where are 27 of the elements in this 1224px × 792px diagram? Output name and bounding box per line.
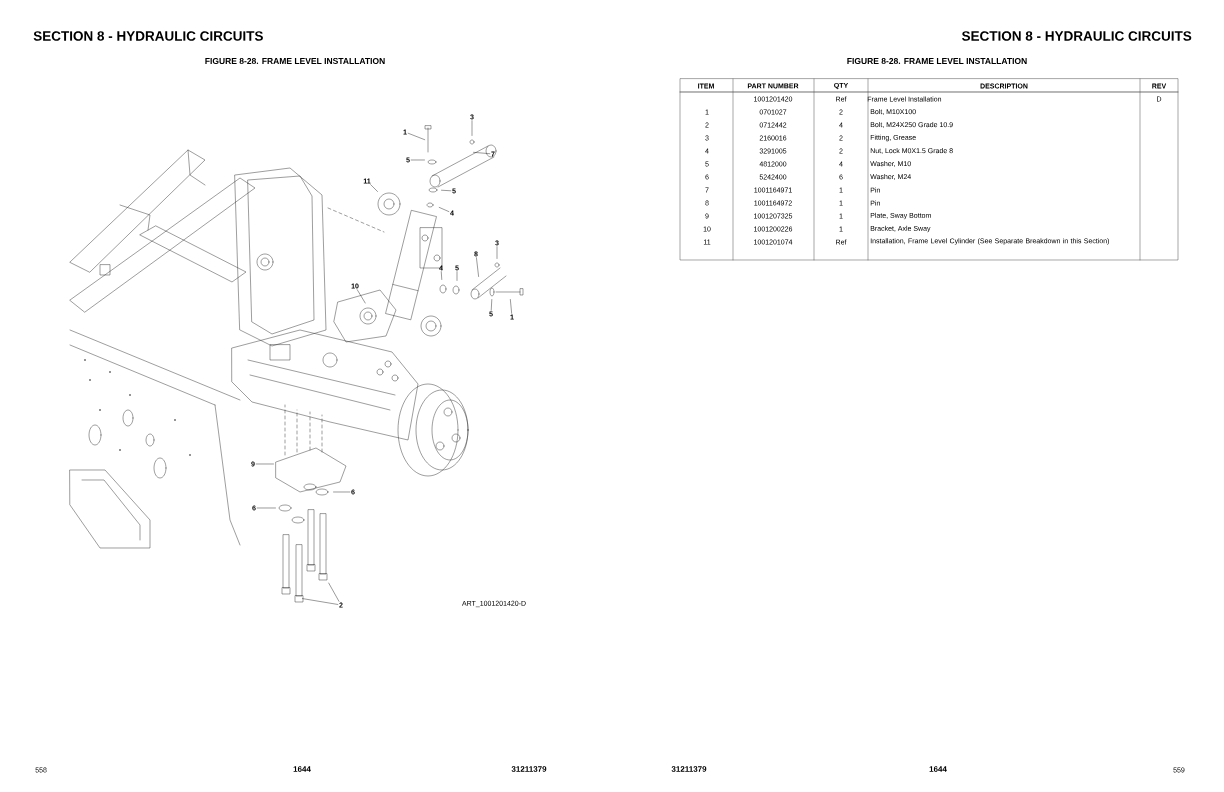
leader-line	[410, 159, 425, 161]
section-heading: SECTION 8 - HYDRAULIC CIRCUITS	[961, 31, 1192, 41]
leader-line	[407, 133, 425, 140]
footer-text: 31211379	[511, 766, 547, 772]
figure-title: FIGURE 8-28. FRAME LEVEL INSTALLATION	[847, 58, 1027, 64]
leader-line	[255, 463, 274, 465]
leader-line	[473, 152, 491, 154]
footer-text: 1644	[929, 766, 947, 772]
leader-line	[370, 184, 378, 192]
leader-line	[302, 598, 339, 605]
leader-line	[510, 299, 512, 314]
footer-text: 1644	[293, 766, 311, 772]
footer-text: 31211379	[671, 766, 707, 772]
leader-line	[491, 299, 492, 311]
leader-line	[456, 271, 458, 281]
leader-line	[476, 257, 479, 277]
leader-line	[333, 491, 351, 493]
leader-line	[357, 289, 366, 304]
leader-line	[328, 582, 340, 602]
figure-title: FIGURE 8-28. FRAME LEVEL INSTALLATION	[205, 58, 385, 64]
section-heading: SECTION 8 - HYDRAULIC CIRCUITS	[33, 31, 263, 41]
leader-line	[441, 190, 452, 191]
leader-line	[496, 246, 498, 259]
leader-line	[441, 271, 442, 280]
leader-line	[471, 120, 473, 136]
leader-line	[439, 207, 450, 212]
leader-line	[256, 507, 276, 509]
